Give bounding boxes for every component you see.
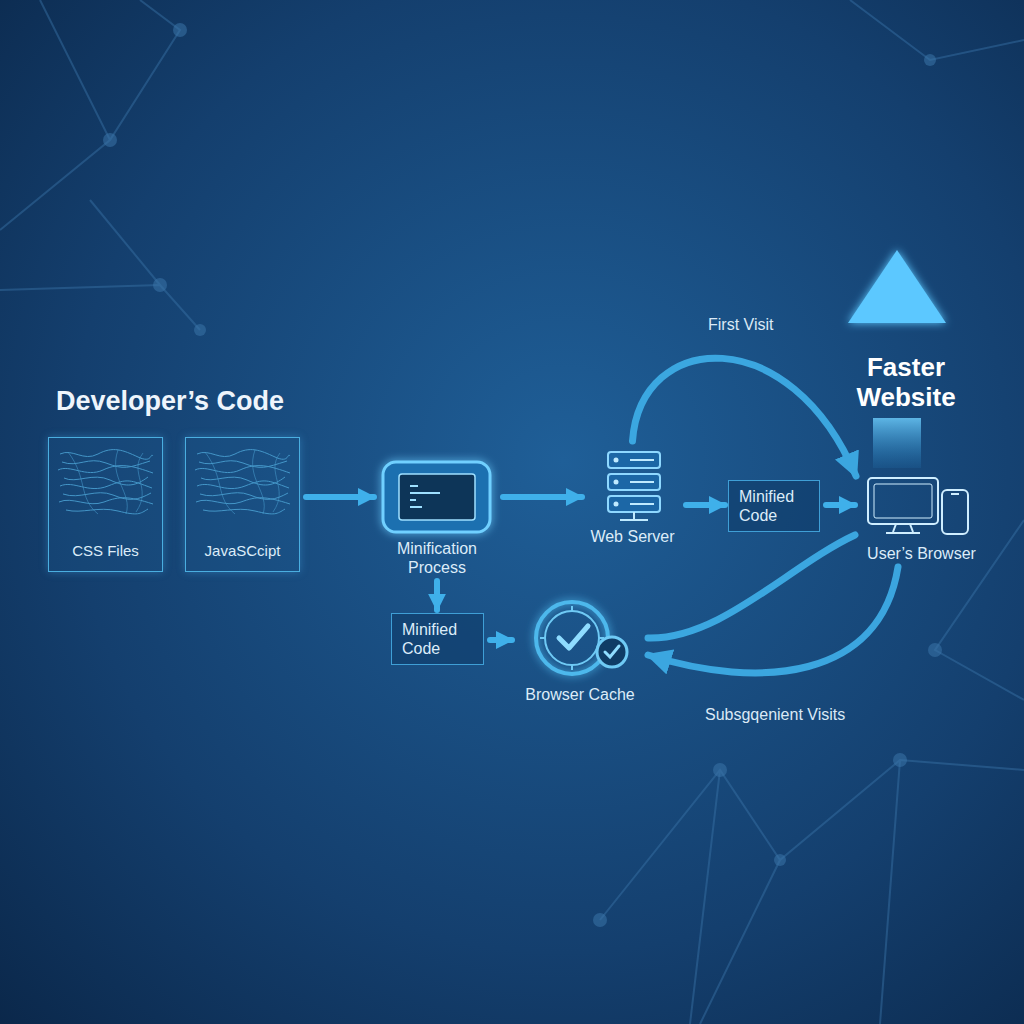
- output-box: Minified Code: [391, 613, 484, 665]
- node-text: Minification Process: [377, 539, 497, 577]
- node-text: Browser Cache: [515, 685, 645, 704]
- result-label: Faster Website: [845, 352, 967, 412]
- group-heading: Developer’s Code: [56, 386, 284, 417]
- node-text: Minified Code: [739, 487, 809, 525]
- edge-label: First Visit: [708, 316, 773, 334]
- flow-arc: [648, 535, 855, 638]
- code-file-box: CSS Files: [48, 437, 163, 572]
- flow-arrow: [826, 502, 855, 508]
- node-text: Web Server: [585, 527, 680, 546]
- flow-arrow: [490, 637, 512, 643]
- output-box: Minified Code: [728, 480, 820, 532]
- node-text: CSS Files: [72, 542, 139, 559]
- node-text: User’s Browser: [858, 544, 985, 563]
- browser-node: User’s Browser: [858, 470, 985, 563]
- flow-arrow: [306, 494, 374, 500]
- flow-arrow: [686, 502, 725, 508]
- cache-node: Browser Cache: [515, 595, 645, 704]
- code-file-box: JavaSCcipt: [185, 437, 300, 572]
- flow-arrow: [503, 494, 582, 500]
- node-text: Minified Code: [402, 620, 473, 658]
- edge-label: Subsgqenient Visits: [705, 706, 845, 724]
- process-node: Minification Process: [377, 455, 497, 577]
- node-text: JavaSCcipt: [205, 542, 281, 559]
- flow-arc: [633, 358, 857, 476]
- server-node: Web Server: [585, 445, 680, 546]
- flow-arrow: [434, 581, 440, 610]
